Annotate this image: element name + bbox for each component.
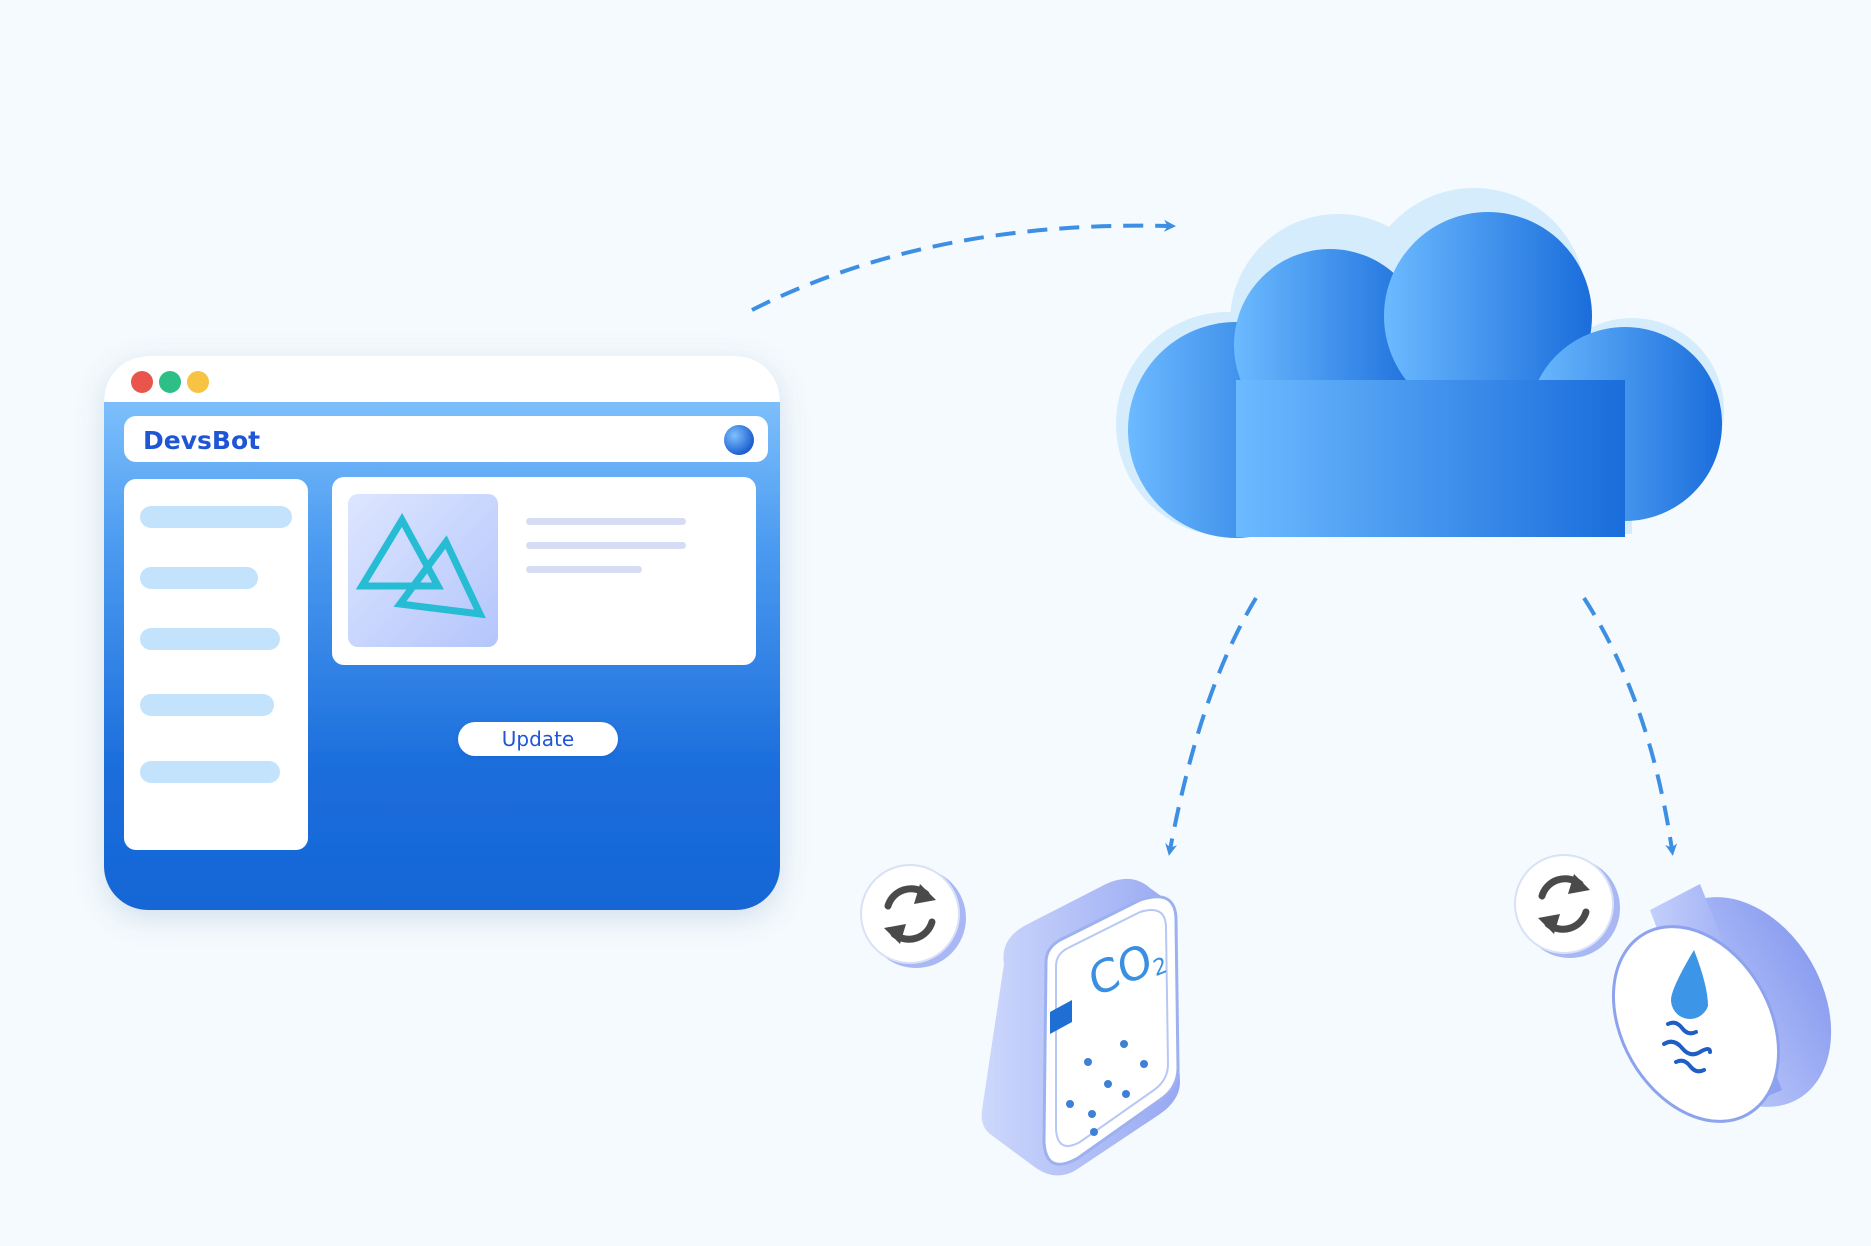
window-minimize-button[interactable] bbox=[187, 371, 209, 393]
download-arrow-water bbox=[1582, 596, 1678, 856]
window-maximize-button[interactable] bbox=[159, 371, 181, 393]
sync-icon-co2 bbox=[860, 864, 966, 968]
window-titlebar bbox=[104, 356, 780, 402]
app-header-bar bbox=[124, 416, 768, 462]
update-button[interactable]: Update bbox=[458, 722, 618, 756]
window-close-button[interactable] bbox=[131, 371, 153, 393]
sidebar-item[interactable] bbox=[140, 628, 280, 650]
co2-sensor-icon bbox=[981, 878, 1180, 1176]
sidebar-item[interactable] bbox=[140, 694, 274, 716]
sidebar-item[interactable] bbox=[140, 761, 280, 783]
card-text-line bbox=[526, 542, 686, 549]
user-avatar-icon[interactable] bbox=[724, 425, 754, 455]
water-drop-icon bbox=[1671, 950, 1708, 1019]
upload-arrow bbox=[751, 219, 1176, 312]
app-title: DevsBot bbox=[143, 426, 261, 455]
sidebar-panel bbox=[124, 479, 308, 850]
sync-icon-water bbox=[1514, 854, 1620, 958]
card-text-line bbox=[526, 518, 686, 525]
sidebar-item[interactable] bbox=[140, 567, 258, 589]
app-logo-icon bbox=[355, 512, 486, 619]
card-text-line bbox=[526, 566, 642, 573]
download-arrow-co2 bbox=[1165, 596, 1258, 856]
water-sensor-icon bbox=[1611, 884, 1832, 1123]
sidebar-item[interactable] bbox=[140, 506, 292, 528]
cloud-icon bbox=[1116, 188, 1724, 538]
